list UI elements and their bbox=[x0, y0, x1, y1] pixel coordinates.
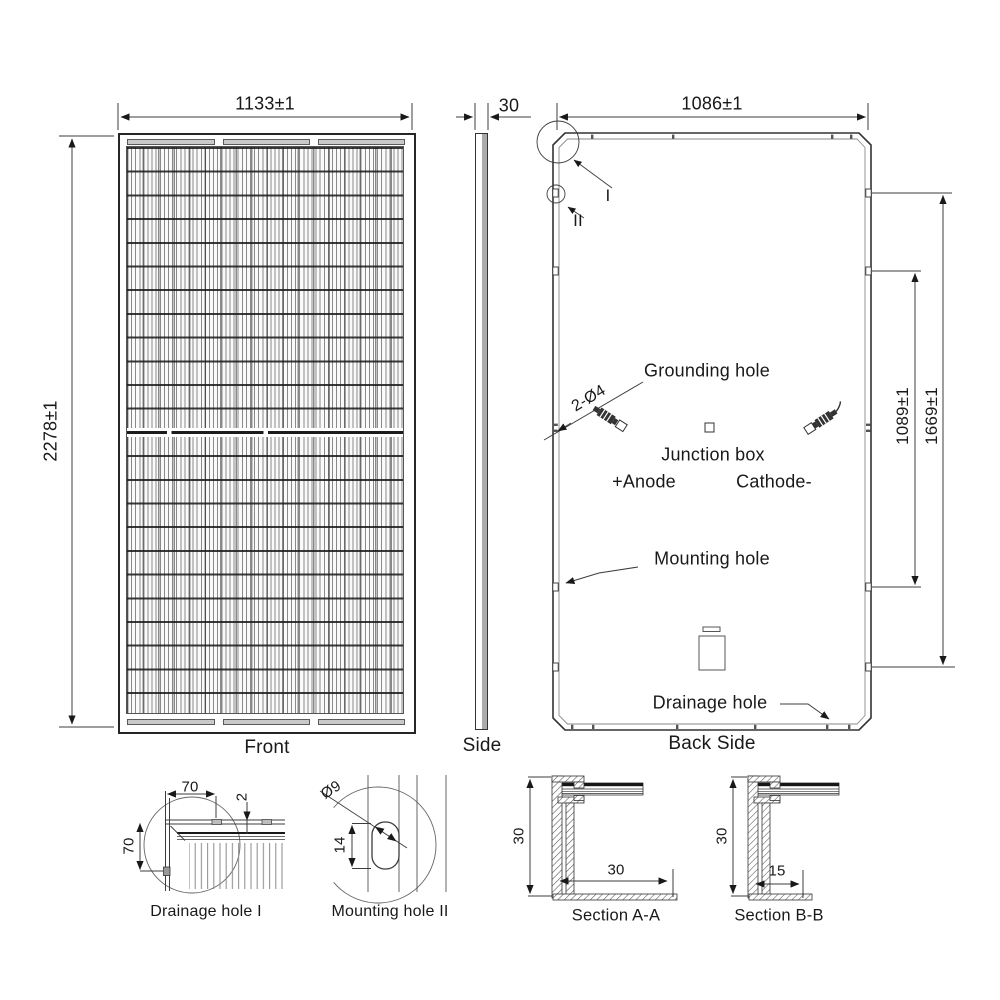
caption-section-aa: Section A-A bbox=[571, 906, 661, 925]
frame-clamp bbox=[127, 139, 215, 145]
dim-drainage-edge: 2 bbox=[233, 792, 251, 802]
dim-front-width: 1133±1 bbox=[235, 93, 295, 114]
nameplate bbox=[698, 626, 726, 671]
label-anode: +Anode bbox=[612, 471, 676, 492]
caption-mounting-detail: Mounting hole II bbox=[331, 903, 449, 920]
side-view-panel bbox=[475, 133, 488, 730]
mc4-connector-cathode bbox=[803, 401, 842, 436]
mc4-connector-anode bbox=[592, 405, 628, 433]
label-cathode: Cathode- bbox=[736, 471, 812, 492]
front-view-panel bbox=[118, 133, 416, 734]
caption-drainage-detail: Drainage hole I bbox=[150, 903, 262, 920]
back-view-outline bbox=[552, 132, 872, 731]
dim-section-aa-width: 30 bbox=[607, 861, 625, 879]
section-aa bbox=[526, 775, 678, 901]
solar-cell-grid bbox=[126, 146, 404, 714]
caption-front: Front bbox=[244, 737, 290, 758]
caption-back: Back Side bbox=[668, 733, 756, 754]
label-mounting-hole: Mounting hole bbox=[654, 548, 770, 569]
dim-back-hole-span-inner: 1089±1 bbox=[893, 387, 912, 445]
frame-clamp bbox=[318, 139, 405, 145]
front-dimensions bbox=[59, 103, 413, 728]
dim-section-bb-width: 15 bbox=[768, 862, 786, 880]
mounting-holes bbox=[552, 188, 872, 672]
detail-markers bbox=[536, 120, 613, 219]
caption-section-bb: Section B-B bbox=[734, 906, 824, 925]
frame-clamp bbox=[127, 719, 215, 725]
label-junction-box: Junction box bbox=[661, 444, 765, 465]
frame-clamp bbox=[223, 139, 310, 145]
dim-section-aa-height: 30 bbox=[510, 827, 528, 845]
dim-back-hole-span-outer: 1669±1 bbox=[922, 387, 941, 445]
side-dimensions bbox=[456, 103, 531, 130]
dim-section-bb-height: 30 bbox=[713, 827, 731, 845]
edge-ticks bbox=[552, 134, 871, 729]
dim-drainage-side: 70 bbox=[120, 837, 138, 855]
junction-box bbox=[704, 422, 715, 433]
label-drainage-hole: Drainage hole bbox=[652, 692, 768, 713]
frame-clamp bbox=[223, 719, 310, 725]
detail-mounting-hole bbox=[319, 775, 447, 904]
detail-marker-ii: II bbox=[573, 211, 583, 230]
frame-clamp bbox=[318, 719, 405, 725]
dim-mounting-length: 14 bbox=[331, 836, 349, 854]
label-grounding-hole: Grounding hole bbox=[644, 360, 770, 381]
caption-side: Side bbox=[462, 735, 502, 756]
dim-back-width: 1086±1 bbox=[681, 93, 743, 114]
dim-front-height: 2278±1 bbox=[40, 400, 61, 462]
detail-drainage-hole bbox=[136, 790, 285, 894]
section-bb bbox=[729, 775, 840, 901]
dim-side-thickness: 30 bbox=[498, 95, 520, 116]
annotation-leaders bbox=[543, 381, 830, 720]
dim-drainage-top: 70 bbox=[181, 778, 199, 796]
detail-marker-i: I bbox=[605, 186, 611, 205]
half-cell-gap bbox=[127, 428, 403, 437]
back-dimensions bbox=[556, 103, 955, 668]
